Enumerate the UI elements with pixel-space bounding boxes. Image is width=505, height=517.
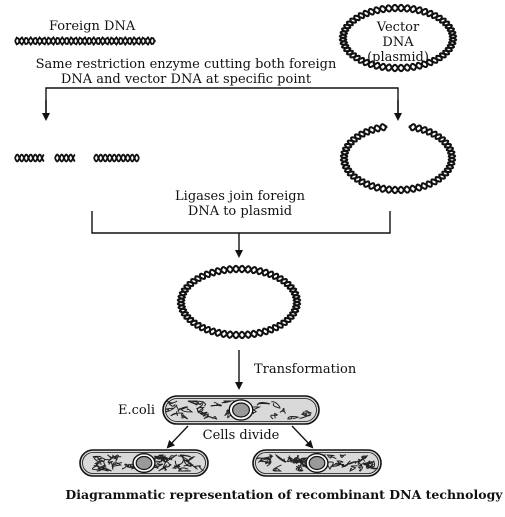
cut-plasmid: [339, 123, 457, 195]
ecoli-label: E.coli: [118, 403, 156, 418]
ecoli-cell: [162, 395, 320, 425]
foreign-dna-label: Foreign DNA: [49, 19, 136, 34]
restriction-step-line2: DNA and vector DNA at specific point: [60, 72, 312, 87]
foreign-dna-strand: [14, 35, 156, 47]
cut-dna-fragments: [14, 153, 140, 163]
transformation-label: Transformation: [254, 362, 357, 377]
ligase-join-arrows: [91, 211, 391, 258]
diagram-caption: Diagrammatic representation of recombina…: [65, 487, 503, 502]
daughter-cell-right: [252, 449, 382, 477]
cell-divide-arrows: [166, 425, 314, 449]
daughter-cell-left: [79, 449, 209, 477]
vector-label-line1: Vector: [376, 20, 420, 35]
vector-label-line3: (plasmid): [367, 50, 429, 65]
vector-label-line2: DNA: [382, 35, 414, 50]
restriction-step-line1: Same restriction enzyme cutting both for…: [35, 57, 337, 72]
ligase-step-line2: DNA to plasmid: [187, 204, 293, 219]
ligase-step-line1: Ligases join foreign: [175, 189, 305, 204]
vector-plasmid: [338, 3, 458, 73]
recombinant-plasmid: [176, 264, 302, 340]
cut-split-arrows: [42, 87, 402, 121]
cells-divide-label: Cells divide: [202, 428, 280, 443]
